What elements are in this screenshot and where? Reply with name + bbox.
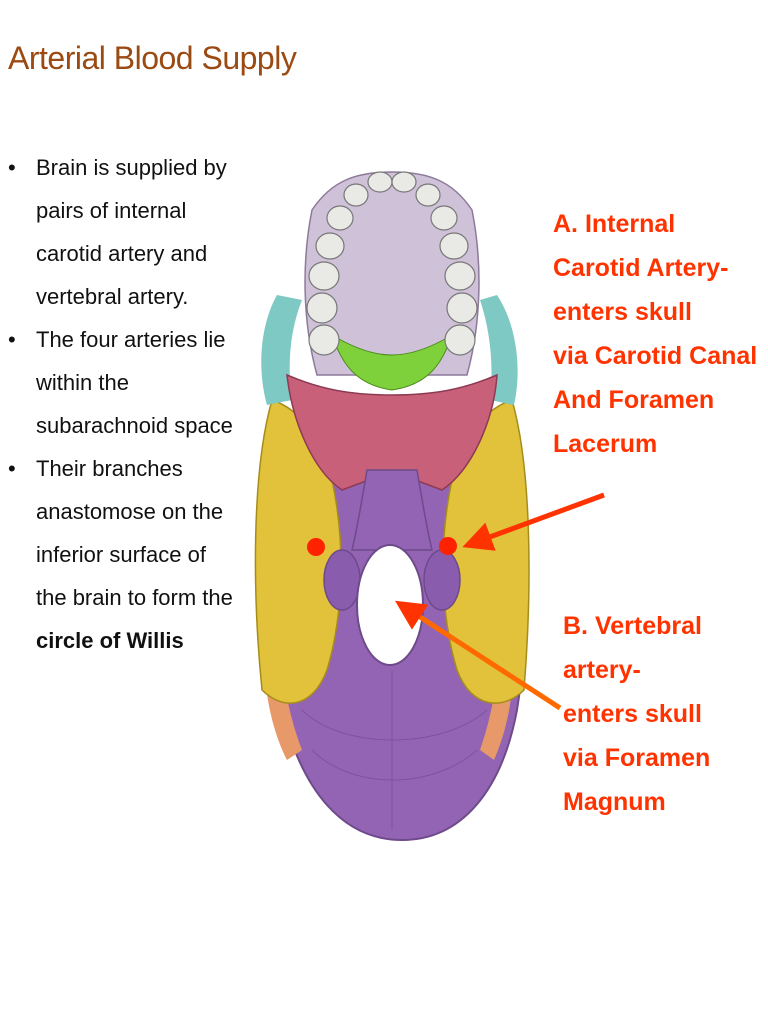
label-line: via Carotid Canal [553, 342, 758, 370]
label-line: B. Vertebral [563, 612, 702, 640]
label-line: enters skull [563, 700, 702, 728]
zygomatic-right [480, 295, 518, 405]
bullet-line: carotid artery and [36, 241, 208, 266]
bullet-line: The four arteries lie [36, 327, 226, 352]
occipital-ridges [301, 670, 488, 830]
label-line: Magnum [563, 788, 666, 816]
zygomatic-left [261, 295, 302, 405]
sphenoid-bone [286, 373, 498, 491]
occipital-condyle-left [323, 549, 361, 611]
skull-base-illustration [254, 171, 530, 842]
bullet-line: anastomose on the [36, 499, 224, 524]
bullet-line: Their branches [36, 456, 183, 481]
label-line: Lacerum [553, 430, 658, 458]
label-line: artery- [563, 656, 641, 684]
foramen-magnum [356, 544, 424, 666]
carotid-canal-marker-left [307, 538, 325, 556]
occipital-condyle-right [423, 549, 461, 611]
carotid-canal-marker-right [439, 537, 457, 555]
bullet-line: the brain to form the [36, 585, 233, 610]
bullet-item: Brain is supplied by pairs of internal c… [8, 146, 238, 318]
label-line: via Foramen [563, 744, 711, 772]
bullet-line: subarachnoid space [36, 413, 233, 438]
bullet-line: vertebral artery. [36, 284, 189, 309]
label-line: And Foramen [553, 386, 715, 414]
label-internal-carotid: A. Internal Carotid Artery- enters skull… [553, 202, 757, 466]
label-line: A. Internal [553, 210, 676, 238]
slide-title: Arterial Blood Supply [8, 40, 297, 76]
bullet-line: within the [36, 370, 129, 395]
teeth [306, 171, 478, 356]
bullet-item: The four arteries lie within the subarac… [8, 318, 238, 447]
circle-of-willis-term: circle of Willis [36, 628, 184, 653]
bullet-line: inferior surface of [36, 542, 206, 567]
label-line: Carotid Artery- [553, 254, 729, 282]
clivus [351, 469, 433, 551]
label-line: enters skull [553, 298, 692, 326]
bullet-line: pairs of internal [36, 198, 187, 223]
bullet-list: Brain is supplied by pairs of internal c… [8, 146, 238, 662]
bullet-line: Brain is supplied by [36, 155, 227, 180]
bullet-item: Their branches anastomose on the inferio… [8, 447, 238, 662]
label-vertebral-artery: B. Vertebral artery- enters skull via Fo… [563, 604, 710, 824]
